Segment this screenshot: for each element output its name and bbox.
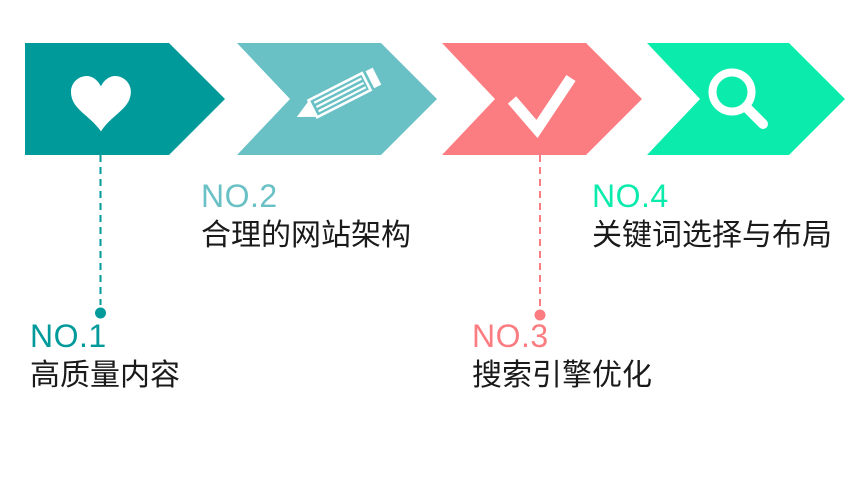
heart-icon: [71, 76, 131, 132]
step-4-shape-group: [647, 43, 845, 155]
step-3-title: 搜索引擎优化: [472, 359, 652, 392]
step-3-label-group: NO.3 搜索引擎优化: [472, 317, 652, 395]
search-icon: [708, 68, 768, 129]
step-1-shape-group: [25, 43, 225, 319]
step-3-chevron: [442, 43, 642, 155]
check-icon: [507, 74, 576, 139]
pencil-icon: [296, 67, 382, 120]
step-4-title: 关键词选择与布局: [592, 219, 832, 252]
step-2-number: NO.2: [201, 178, 278, 214]
step-1-label-group: NO.1 高质量内容: [30, 317, 180, 395]
step-1-title: 高质量内容: [30, 359, 180, 392]
step-3-number: NO.3: [472, 318, 549, 354]
step-2-shape-group: [237, 43, 437, 155]
step-4-label-group: NO.4 关键词选择与布局: [592, 177, 832, 255]
step-1-connector-dot: [95, 307, 106, 319]
step-2-chevron: [237, 43, 437, 155]
step-2-label-group: NO.2 合理的网站架构: [201, 177, 411, 255]
step-1-number: NO.1: [30, 318, 107, 354]
step-2-title: 合理的网站架构: [201, 219, 411, 252]
step-3-shape-group: [442, 43, 642, 321]
step-4-number: NO.4: [592, 178, 669, 214]
step-3-connector-dot: [534, 309, 546, 321]
